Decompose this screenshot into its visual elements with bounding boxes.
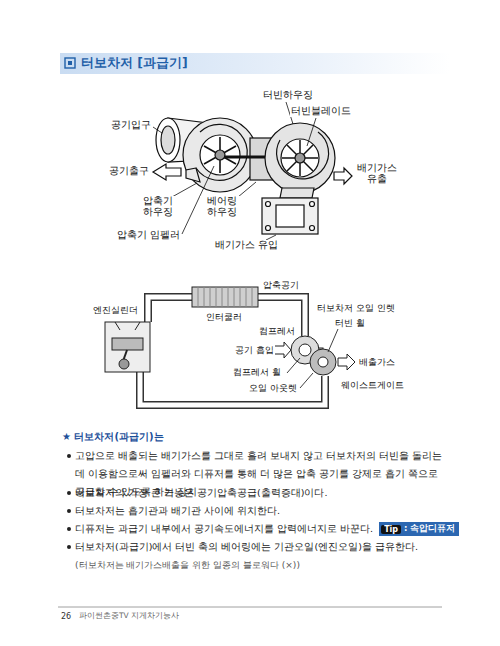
page-title: 터보차저 [과급기] [80, 56, 189, 70]
turbocharger-illustration [204, 137, 236, 173]
bullet-text: 터보차저의 가장 큰 기능은 공기압축공급(출력증대)이다. [75, 484, 447, 502]
turbocharger-illustration [334, 168, 352, 184]
turbocharger-illustration [183, 118, 257, 192]
turbocharger-illustration [156, 118, 180, 162]
turbocharger-drawing [318, 357, 328, 367]
turbocharger-illustration [196, 124, 247, 180]
footer-rule [58, 607, 442, 608]
turbocharger-drawing [274, 336, 355, 375]
leader-lines [328, 329, 338, 352]
intercooler-drawing [192, 287, 258, 307]
part-label: 공기입구 [110, 120, 152, 131]
turbocharger-illustration [295, 153, 305, 163]
part-label: 배출가스 [358, 357, 396, 367]
note-text: (터보차저는 배기가스배출을 위한 일종의 블로워다 (×)) [75, 556, 447, 574]
part-label: 배기가스 유입 [214, 240, 279, 251]
bullet-dot [67, 454, 71, 458]
engine-cylinder-drawing [119, 359, 129, 369]
tip-badge: Tip [381, 525, 401, 534]
engine-cylinder-drawing [115, 322, 140, 330]
turbocharger-illustration [280, 188, 314, 198]
node-text: Tip [384, 525, 398, 534]
bullet-dot [67, 491, 71, 495]
part-label: 압축기 임펠러 [116, 230, 181, 241]
leader-lines [172, 183, 197, 197]
section-heading: ★ 터보차저(과급기)는 [62, 428, 442, 446]
leader-lines [238, 182, 256, 197]
turbocharger-drawing [310, 349, 336, 375]
part-label: 배기가스 유출 [354, 163, 400, 185]
turbocharger-illustration [277, 132, 329, 179]
part-label: 웨이스트게이트 [340, 380, 405, 390]
turbocharger-illustration [153, 118, 352, 234]
turbocharger-illustration [310, 202, 315, 207]
turbocharger-illustration [161, 126, 175, 154]
part-label: 컴프레서 휠 [232, 367, 282, 377]
turbocharger-drawing [338, 354, 355, 370]
square-icon [65, 58, 75, 68]
turbocharger-illustration [276, 205, 304, 227]
square-icon [68, 61, 72, 65]
engine-cylinder-drawing [112, 338, 143, 350]
tip-box: Tip : 속압디퓨저 [379, 522, 459, 536]
turbocharger-illustration [281, 139, 319, 177]
leader-lines [153, 127, 162, 133]
part-label: 터빈 휠 [334, 318, 366, 328]
part-label: 컴프레서 [258, 326, 296, 336]
node-text: : 속압디퓨저 [404, 523, 455, 535]
title-band [60, 53, 450, 74]
turbocharger-illustration [153, 164, 181, 180]
bullet-dot [67, 527, 71, 531]
part-label: 베어링 하우징 [200, 196, 244, 218]
turbocharger-illustration [200, 135, 240, 175]
part-label: 오일 아웃렛 [248, 383, 298, 393]
part-label: 인터쿨러 [205, 312, 243, 322]
turbocharger-illustration [266, 202, 271, 207]
turbocharger-illustration [265, 123, 335, 193]
part-label: 터보차저 오일 인렛 [316, 303, 396, 313]
leader-lines [287, 329, 338, 388]
turbocharger-illustration [186, 168, 200, 182]
footer-text: 파이썬촌중TV 지게차기능사 [78, 612, 180, 621]
leader-lines [153, 102, 316, 240]
engine-cylinder-drawing [105, 322, 150, 372]
intercooler-drawing [192, 287, 258, 307]
engine-cylinder-drawing [105, 322, 150, 372]
leader-lines [307, 118, 316, 146]
part-label: 공기 흡입 [234, 345, 275, 355]
square-icon [65, 58, 75, 68]
bullet-text: 디퓨저는 과급기 내부에서 공기속도에너지를 압력에너지로 바꾼다. [75, 520, 373, 538]
turbocharger-illustration [262, 198, 318, 234]
bullet-dot [67, 509, 71, 513]
part-label: 터빈하우징 [262, 90, 314, 101]
turbocharger-illustration [310, 226, 315, 231]
bullet-text: 터보차저(과급기)에서 터빈 축의 베어링에는 기관오일(엔진오일)을 급유한다… [75, 538, 447, 556]
turbocharger-illustration [266, 226, 271, 231]
part-label: 공기출구 [108, 166, 150, 177]
page-number: 26 [60, 612, 72, 621]
part-label: 압축공기 [262, 280, 300, 290]
pipe-loop [140, 297, 325, 405]
part-label: 압축기 하우징 [136, 196, 180, 218]
turbocharger-drawing [274, 342, 291, 358]
bullet-text: 터보차저는 흡기관과 배기관 사이에 위치한다. [75, 502, 447, 520]
turbocharger-illustration [215, 150, 225, 160]
leader-lines [300, 373, 313, 388]
intercooler-drawing [198, 287, 252, 307]
part-label: 엔진실린더 [92, 305, 139, 315]
turbocharger-drawing [299, 344, 311, 356]
bullet-dot [67, 545, 71, 549]
leader-lines [287, 358, 300, 373]
turbocharger-illustration [282, 140, 318, 176]
part-label: 터빈블레이드 [290, 106, 352, 117]
